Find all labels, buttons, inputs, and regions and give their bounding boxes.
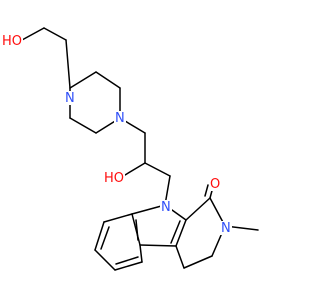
atom-labels: HO N N HO N O N <box>1 33 232 236</box>
bond <box>65 39 71 89</box>
label-backdrop <box>1 33 23 47</box>
secondary-hydroxyl-label: HO <box>104 171 124 186</box>
bond <box>69 71 97 89</box>
lactam-nitrogen: N <box>221 221 231 236</box>
bond <box>94 249 116 271</box>
label-backdrop <box>220 221 232 235</box>
bond <box>139 244 143 263</box>
bond <box>170 220 181 244</box>
structure-drawing: HO N N HO N O N <box>1 27 259 271</box>
carbonyl-oxygen: O <box>210 177 220 192</box>
piperazine-nitrogen-4: N <box>115 111 125 126</box>
bond <box>204 184 209 197</box>
bond <box>69 117 97 134</box>
bond <box>114 261 143 271</box>
bond <box>175 245 185 269</box>
label-backdrop <box>160 200 172 214</box>
bond <box>21 27 45 41</box>
bond <box>124 162 146 176</box>
bond <box>94 221 105 251</box>
label-backdrop <box>114 111 126 125</box>
bond <box>185 197 211 221</box>
bond <box>103 213 133 223</box>
bond <box>135 219 139 241</box>
bond <box>175 219 187 247</box>
terminal-hydroxyl-label: HO <box>2 34 22 49</box>
bond <box>43 27 67 41</box>
bond <box>131 213 141 246</box>
bond <box>131 204 166 215</box>
bond <box>115 256 139 265</box>
molecule-canvas: HO N N HO N O N <box>1 27 259 271</box>
label-backdrop <box>103 170 125 184</box>
bond <box>139 244 177 247</box>
bond <box>183 255 213 269</box>
indole-nitrogen: N <box>161 200 171 215</box>
bond <box>144 162 171 177</box>
bond <box>100 226 110 250</box>
piperazine-nitrogen-1: N <box>65 91 75 106</box>
label-backdrop <box>209 177 221 191</box>
label-backdrop <box>64 91 76 105</box>
bond <box>95 71 121 89</box>
